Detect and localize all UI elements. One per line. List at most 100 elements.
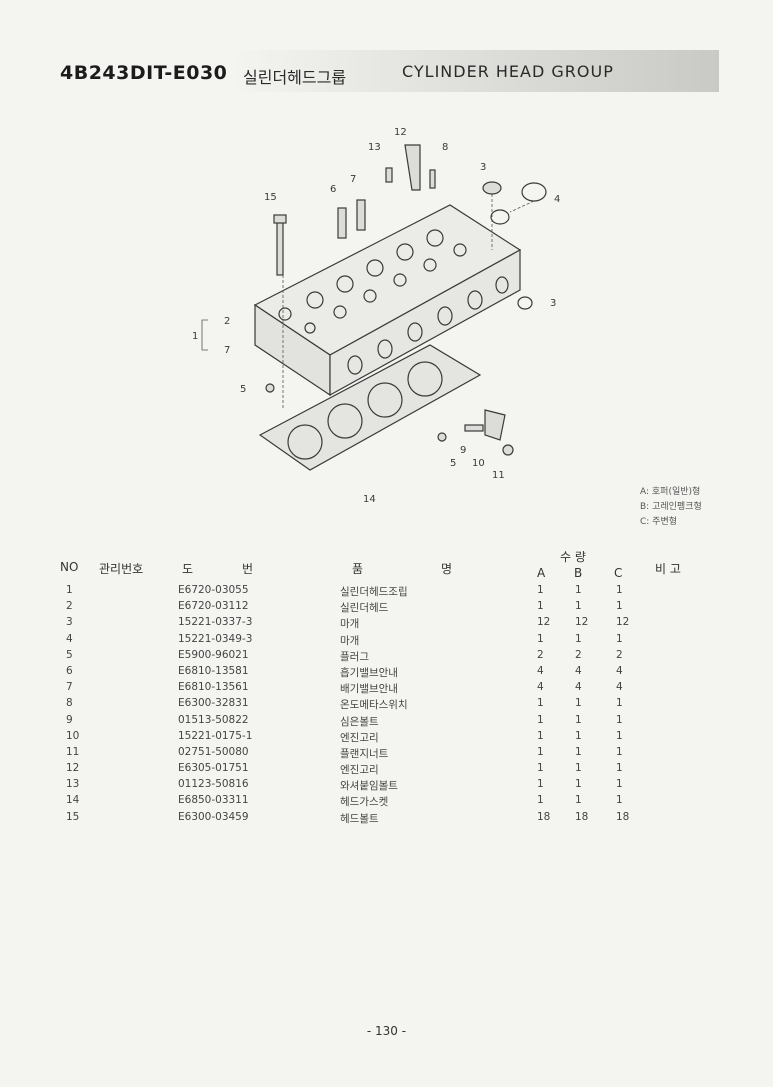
row-no: 10 [66,729,80,742]
row-part-name: 와셔붙임볼트 [340,780,398,793]
bracket-1 [201,319,208,351]
row-qty-a: 1 [537,713,544,726]
row-part-name: 플러그 [340,650,369,663]
callout-3-top: 3 [480,162,486,173]
exploded-diagram: 12 13 8 3 4 7 6 15 2 1 7 3 5 9 5 10 11 1… [192,127,560,505]
row-no: 11 [66,745,80,758]
col-header-name-1: 품 [352,562,364,576]
row-qty-a: 1 [537,632,544,645]
variant-legend: A: 호퍼(일반)형 B: 고레인펭크형 C: 주변형 [640,485,702,530]
row-no: 8 [66,697,73,710]
callout-numbers: 12 13 8 3 4 7 6 15 2 1 7 3 5 9 5 10 11 1… [192,127,560,505]
col-header-a: A [537,566,546,580]
row-no: 1 [66,584,73,596]
row-part-name: 배기밸브안내 [340,683,398,696]
row-no: 4 [66,632,73,645]
col-header-c: C [614,566,623,580]
callout-3-right: 3 [550,298,556,309]
page-number: - 130 - [366,1024,407,1038]
row-part-number: E6810-13561 [178,681,249,694]
row-qty-a: 1 [537,697,544,710]
row-qty-b: 1 [575,584,582,596]
row-no: 9 [66,713,73,726]
row-qty-a: 1 [537,762,544,775]
leader-lines [282,194,535,410]
row-part-number: 15221-0337-3 [178,616,253,629]
row-qty-a: 2 [537,648,544,661]
row-qty-a: 12 [537,616,551,629]
row-qty-b: 1 [575,697,582,710]
row-qty-a: 1 [537,745,544,758]
row-qty-b: 2 [575,648,582,661]
callout-8: 8 [442,142,448,153]
row-no: 3 [66,616,73,629]
row-no: 14 [66,794,80,807]
head-gasket-drawing [258,344,482,471]
row-part-number: 01513-50822 [178,713,249,726]
callout-13: 13 [368,142,381,153]
row-no: 5 [66,648,73,661]
row-part-name: 흡기밸브안내 [340,666,398,679]
row-qty-c: 1 [616,632,623,645]
row-qty-b: 1 [575,632,582,645]
row-no: 15 [66,810,80,823]
row-qty-b: 1 [575,778,582,791]
row-qty-a: 4 [537,681,544,694]
row-qty-b: 1 [575,600,582,613]
row-qty-c: 1 [616,729,623,742]
fasteners-drawing [265,144,514,456]
col-header-drawing-2: 번 [242,562,254,576]
row-no: 12 [66,762,80,775]
row-part-name: 마개 [340,634,360,647]
callout-9: 9 [460,445,466,456]
table-row: 5 E5900-96021 플러그 2 2 2 [0,649,773,665]
row-part-name: 헤드볼트 [340,812,379,825]
row-qty-b: 18 [575,810,589,823]
row-qty-a: 1 [537,600,544,613]
row-part-name: 실린더헤드조립 [340,586,408,598]
col-header-b: B [574,566,583,580]
row-part-number: E5900-96021 [178,648,249,661]
row-qty-a: 4 [537,664,544,677]
row-part-name: 실린더헤드 [340,602,389,615]
row-qty-c: 2 [616,648,623,661]
row-part-number: E6305-01751 [178,762,249,775]
callout-4: 4 [554,194,560,205]
col-header-mgmt: 관리번호 [99,562,144,576]
callout-10: 10 [472,458,485,469]
col-header-qty: 수 량 [560,550,586,564]
callout-12: 12 [394,127,407,138]
row-part-number: E6850-03311 [178,794,249,807]
row-qty-c: 18 [616,810,630,823]
callout-2: 2 [224,316,230,327]
row-part-name: 헤드가스켓 [340,796,389,809]
row-part-name: 심은볼트 [340,715,379,728]
callout-6: 6 [330,184,336,195]
row-part-name: 엔진고리 [340,764,379,777]
row-qty-a: 18 [537,810,551,823]
col-header-name-2: 명 [441,562,453,576]
row-part-name: 플랜지너트 [340,747,389,760]
row-qty-c: 1 [616,584,623,596]
row-qty-c: 12 [616,616,630,629]
callout-14: 14 [363,494,376,505]
col-header-drawing-1: 도 [182,562,194,576]
row-qty-a: 1 [537,778,544,791]
row-qty-a: 1 [537,584,544,596]
row-qty-c: 1 [616,762,623,775]
legend-item-c: C: 주변형 [640,517,678,527]
row-qty-b: 4 [575,664,582,677]
header-band [230,50,719,92]
row-part-number: E6810-13581 [178,664,249,677]
row-qty-b: 1 [575,762,582,775]
row-qty-c: 1 [616,794,623,807]
row-part-name: 엔진고리 [340,731,379,744]
row-part-name: 온도메타스위치 [340,699,408,712]
